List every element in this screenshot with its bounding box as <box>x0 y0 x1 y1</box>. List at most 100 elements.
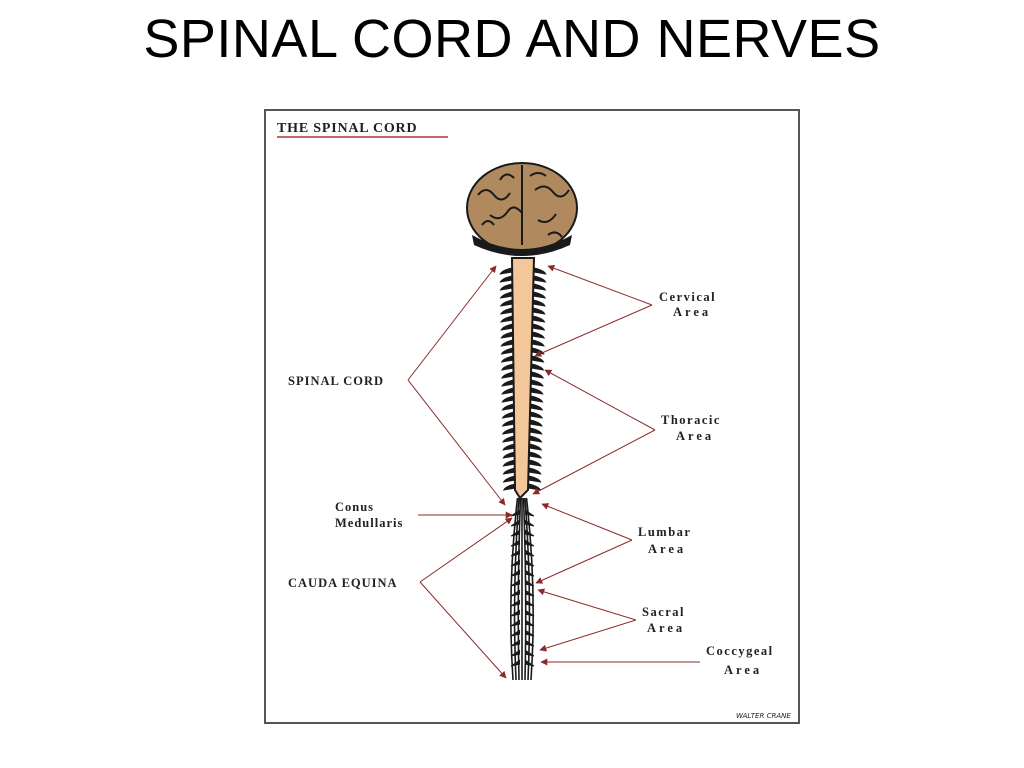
nerve-root <box>529 427 543 435</box>
nerve-root <box>502 435 516 443</box>
cauda-root <box>510 599 521 607</box>
label-cervical-line2: Area <box>673 305 711 319</box>
brain-icon <box>466 162 578 256</box>
nerve-root <box>530 395 544 403</box>
nerve-root <box>502 467 516 475</box>
nerve-root <box>499 267 513 275</box>
nerve-root <box>532 315 546 323</box>
nerve-root <box>500 355 514 363</box>
cauda-strand <box>510 497 519 681</box>
nerve-root <box>499 291 513 299</box>
nerve-root <box>531 355 545 363</box>
cauda-strand <box>522 497 527 681</box>
nerve-root <box>532 331 546 339</box>
cauda-root <box>524 639 535 647</box>
nerve-root <box>500 323 514 331</box>
label-thoracic-line1: Thoracic <box>661 413 721 427</box>
nerve-root <box>533 283 547 291</box>
nerve-root <box>531 363 545 371</box>
cauda-root <box>510 539 521 547</box>
cauda-root <box>524 529 535 537</box>
label-sacral-line2: Area <box>647 621 685 635</box>
label-lumbar-line2: Area <box>648 542 686 556</box>
cauda-root <box>524 519 535 527</box>
cauda-root <box>510 579 521 587</box>
cauda-root <box>524 629 535 637</box>
nerve-root <box>528 459 542 467</box>
nerve-root <box>530 379 544 387</box>
cauda-strand <box>525 497 534 681</box>
cauda-root <box>510 519 521 527</box>
label-coccygeal-line2: Area <box>724 663 762 677</box>
nerve-root <box>533 275 547 283</box>
nerve-root <box>529 443 543 451</box>
nerve-root <box>500 347 514 355</box>
label-conus-line2: Medullaris <box>335 516 403 530</box>
nerve-root <box>502 483 516 491</box>
cauda-root <box>524 579 535 587</box>
cauda-root <box>510 649 521 657</box>
label-thoracic-line2: Area <box>676 429 714 443</box>
nerve-root <box>529 419 543 427</box>
nerve-root <box>502 459 516 467</box>
pointer-lines <box>407 264 700 679</box>
cauda-root <box>524 589 535 597</box>
cauda-root <box>510 639 521 647</box>
nerve-root <box>531 339 545 347</box>
nerve-root <box>528 475 542 483</box>
nerve-root <box>500 339 514 347</box>
cauda-root <box>524 539 535 547</box>
label-sacral-line1: Sacral <box>642 605 685 619</box>
label-cauda-equina: CAUDA EQUINA <box>288 576 398 590</box>
nerve-root <box>532 323 546 331</box>
nerve-root <box>500 315 514 323</box>
nerve-root <box>530 403 544 411</box>
nerve-root <box>502 451 516 459</box>
cauda-root <box>510 619 521 627</box>
nerve-root <box>501 371 514 379</box>
cauda-root <box>524 619 535 627</box>
cauda-root <box>510 589 521 597</box>
nerve-root <box>532 299 546 307</box>
cauda-root <box>510 549 521 557</box>
figure-title: THE SPINAL CORD <box>277 121 417 136</box>
label-coccygeal-line1: Coccygeal <box>706 644 774 658</box>
nerve-root <box>530 411 544 419</box>
artist-signature: WALTER CRANE <box>736 712 791 720</box>
nerve-root <box>501 419 515 427</box>
cauda-root <box>524 599 535 607</box>
cauda-root <box>524 649 535 657</box>
cauda-strand <box>513 497 520 681</box>
cauda-root <box>524 549 535 557</box>
cauda-root <box>510 659 521 667</box>
cauda-root <box>510 529 521 537</box>
nerve-roots <box>499 267 547 491</box>
nerve-root <box>531 371 545 379</box>
nerve-root <box>501 379 515 387</box>
nerve-root <box>529 451 543 459</box>
nerve-root <box>502 475 516 483</box>
nerve-root <box>528 483 542 491</box>
cauda-root <box>510 569 521 577</box>
nerve-root <box>500 331 514 339</box>
nerve-root <box>501 387 515 395</box>
nerve-root <box>501 403 515 411</box>
nerve-root <box>499 299 513 307</box>
label-spinal-cord: SPINAL CORD <box>288 374 384 388</box>
cauda-root <box>524 569 535 577</box>
nerve-root <box>532 307 546 315</box>
label-cervical-line1: Cervical <box>659 290 716 304</box>
spinal-cord-shaft <box>510 257 536 500</box>
nerve-root <box>499 283 513 291</box>
cauda-root <box>510 629 521 637</box>
nerve-root <box>502 443 516 451</box>
cauda-root <box>510 559 521 567</box>
nerve-root <box>501 411 515 419</box>
cauda-strand <box>524 497 531 681</box>
slide-title: SPINAL CORD AND NERVES <box>143 9 881 69</box>
nerve-root <box>499 275 513 283</box>
label-lumbar-line1: Lumbar <box>638 525 691 539</box>
cauda-root <box>524 659 535 667</box>
nerve-root <box>530 387 544 395</box>
